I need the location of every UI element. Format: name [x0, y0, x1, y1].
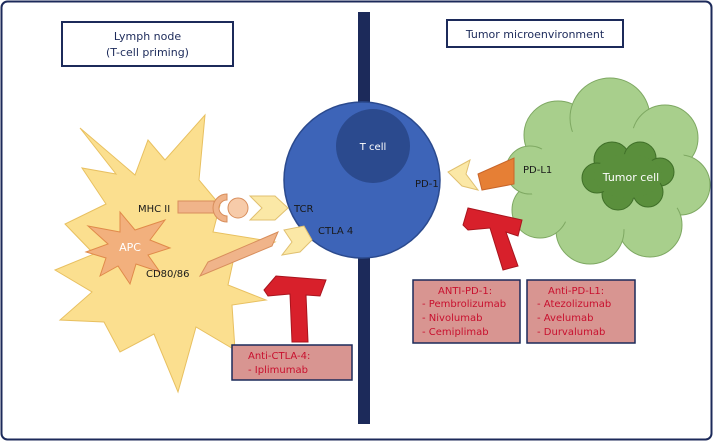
ctla4-label: CTLA 4: [318, 226, 353, 237]
pd1-chevron: [447, 158, 480, 191]
cd80-86-ligand: [198, 231, 279, 278]
pdl1-ligand: [477, 157, 515, 191]
anti-pdl1-box: Anti-PD-L1: - Atezolizumab - Avelumab - …: [526, 279, 636, 344]
anti-pdl1-drug-3: - Durvalumab: [537, 327, 605, 338]
pdl1-label: PD-L1: [523, 165, 552, 176]
tumor-cell-label: Tumor cell: [602, 171, 659, 184]
anti-pdl1-drug-1: - Atezolizumab: [537, 299, 611, 310]
apc-core-shape: [84, 210, 172, 286]
cd80-86-label: CD80/86: [146, 269, 190, 280]
mhc-ii-cup: [212, 193, 228, 223]
t-cell-nucleus: [336, 109, 410, 183]
anti-ctla4-box: Anti-CTLA-4: - Iplimumab: [231, 344, 353, 381]
apc-label: APC: [119, 241, 141, 254]
pd1-label: PD-1: [415, 179, 439, 190]
anti-pd1-drug-3: - Cemiplimab: [422, 327, 489, 338]
anti-pd1-drug-2: - Nivolumab: [422, 313, 482, 324]
tcr-label: TCR: [293, 204, 314, 215]
anti-ctla4-inhibitor: [263, 275, 327, 343]
anti-pdl1-drug-2: - Avelumab: [537, 313, 593, 324]
antigen-peptide: [227, 197, 249, 219]
tumor-inner-fill: [594, 154, 662, 198]
ctla4-chevron: [280, 225, 313, 256]
mhc-ii-stalk: [177, 200, 215, 214]
tumor-microenvironment-label: Tumor microenvironment: [465, 28, 605, 41]
lymph-node-label-box: Lymph node (T-cell priming): [61, 21, 234, 67]
anti-pd1-box: ANTI-PD-1: - Pembrolizumab - Nivolumab -…: [412, 279, 521, 344]
lymph-node-label: Lymph node: [114, 30, 181, 43]
mhc-ii-label: MHC II: [138, 204, 170, 215]
t-cell-priming-label: (T-cell priming): [106, 46, 189, 59]
anti-ctla4-title: Anti-CTLA-4:: [248, 351, 310, 362]
t-cell: T cell: [283, 101, 441, 259]
mhc-ii-receptor: [177, 193, 249, 223]
tcr-chevron: [248, 195, 289, 221]
t-cell-label: T cell: [359, 142, 387, 153]
apc-star-shape: [53, 113, 277, 394]
anti-pd1-pdl1-inhibitor: [462, 207, 523, 271]
anti-pd1-title: ANTI-PD-1:: [438, 286, 492, 297]
tumor-microenvironment-label-box: Tumor microenvironment: [446, 19, 624, 48]
anti-pd1-drug-1: - Pembrolizumab: [422, 299, 506, 310]
apc-cell: APC: [53, 113, 277, 394]
tumor-cell: Tumor cell: [505, 77, 711, 265]
anti-pdl1-title: Anti-PD-L1:: [548, 286, 604, 297]
anti-ctla4-drug: - Iplimumab: [248, 365, 308, 376]
